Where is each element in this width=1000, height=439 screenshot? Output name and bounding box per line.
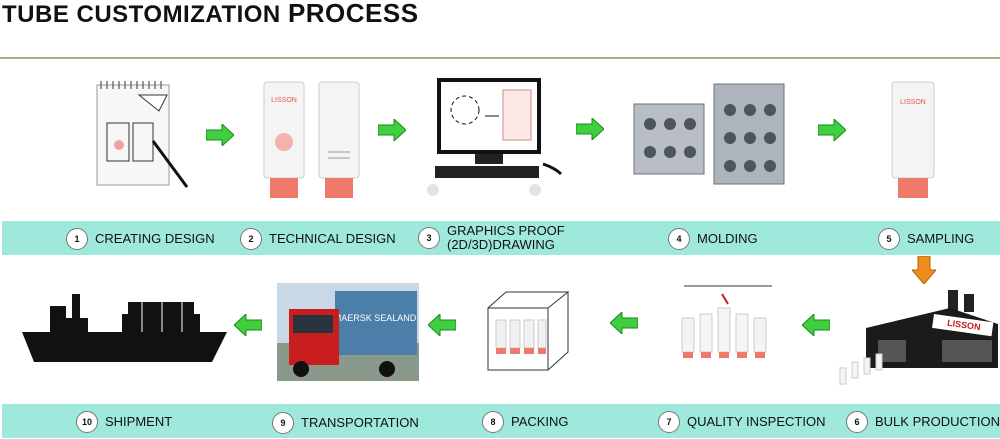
step-number-badge: 6 [846,411,868,433]
arrow-right-icon [206,124,234,146]
step-10: 10 SHIPMENT [76,411,172,433]
factory-illustration: LISSON [838,288,998,388]
step-8: 8 PACKING [482,411,569,433]
arrow-right-icon [576,118,604,140]
step-number-badge: 3 [418,227,440,249]
step-label: CREATING DESIGN [95,232,215,246]
step-6: 6 BULK PRODUCTION [846,411,1000,433]
step-label: PACKING [511,415,569,429]
step-9: 9 TRANSPORTATION [272,412,419,434]
packing-box-illustration [486,290,570,372]
sample-tube-illustration: LISSON [888,82,938,200]
inspection-tubes-illustration [680,284,776,364]
arrow-left-icon [234,314,262,336]
step-label: QUALITY INSPECTION [687,415,825,429]
step-number-badge: 1 [66,228,88,250]
step-1: 1 CREATING DESIGN [66,228,215,250]
step-number-badge: 5 [878,228,900,250]
step-label: BULK PRODUCTION [875,415,1000,429]
arrow-left-icon [802,314,830,336]
arrow-down-icon [912,256,936,284]
step-number-badge: 9 [272,412,294,434]
step-7: 7 QUALITY INSPECTION [658,411,825,433]
truck-illustration: MAERSK SEALAND [277,283,419,381]
step-label-line1: GRAPHICS PROOF [447,224,565,238]
title-part2: PROCESS [288,0,419,28]
title-part1: TUBE CUSTOMIZATION [2,1,281,28]
step-number-badge: 2 [240,228,262,250]
mold-machine-illustration [630,80,790,190]
step-label: SAMPLING [907,232,974,246]
step-label: TRANSPORTATION [301,416,419,430]
tube-brand-text: LISSON [271,97,297,104]
arrow-left-icon [428,314,456,336]
step-label: TECHNICAL DESIGN [269,232,396,246]
step-number-badge: 10 [76,411,98,433]
arrow-left-icon [610,312,638,334]
computer-illustration [425,78,570,198]
cargo-ship-illustration [22,288,227,368]
truck-text: MAERSK SEALAND [334,313,417,323]
step-4: 4 MOLDING [668,228,758,250]
sketchbook-illustration [95,75,200,193]
step-5: 5 SAMPLING [878,228,974,250]
arrow-right-icon [378,119,406,141]
page-title: TUBE CUSTOMIZATION PROCESS [2,0,419,29]
step-label: MOLDING [697,232,758,246]
step-number-badge: 4 [668,228,690,250]
step-label-line2: (2D/3D)DRAWING [447,238,565,252]
arrow-right-icon [818,119,846,141]
tube-brand-text: LISSON [900,99,926,106]
tubes-illustration: LISSON [262,82,362,200]
step-number-badge: 7 [658,411,680,433]
title-rule [0,57,1000,59]
step-3: 3 GRAPHICS PROOF (2D/3D)DRAWING [418,224,565,252]
step-number-badge: 8 [482,411,504,433]
step-2: 2 TECHNICAL DESIGN [240,228,396,250]
step-label: SHIPMENT [105,415,172,429]
